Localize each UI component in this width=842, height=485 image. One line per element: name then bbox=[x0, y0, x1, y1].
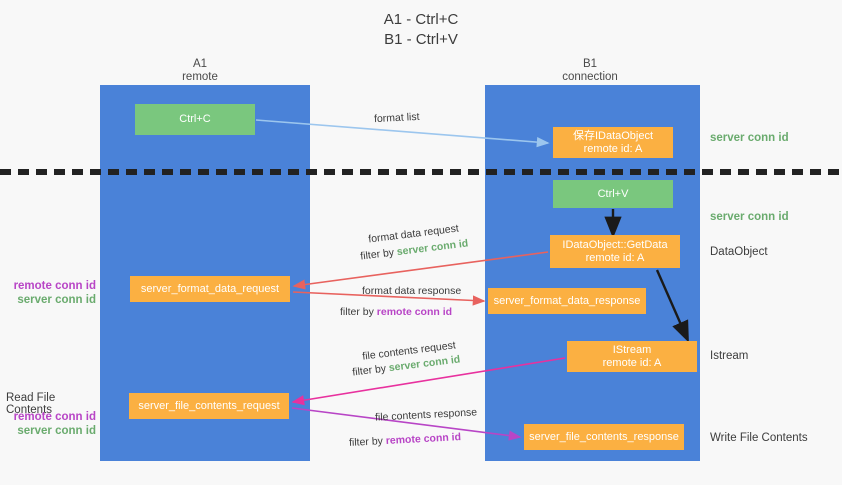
note-server-conn-id-file: server conn id bbox=[17, 425, 96, 437]
note-conn-ids-format: remote conn id server conn id bbox=[8, 279, 96, 307]
note-server-conn-id-format: server conn id bbox=[17, 294, 96, 306]
box-ctrl-v[interactable]: Ctrl+V bbox=[553, 180, 673, 208]
box-ctrl-c[interactable]: Ctrl+C bbox=[135, 104, 255, 135]
filter-prefix: filter by bbox=[348, 435, 387, 449]
note-server-conn-id-top: server conn id bbox=[710, 132, 789, 144]
label-format-list: format list bbox=[373, 110, 420, 126]
note-conn-ids-file: remote conn id server conn id bbox=[8, 410, 96, 438]
column-header-b1: B1 connection bbox=[562, 58, 618, 83]
filter-prefix: filter by bbox=[340, 306, 377, 318]
box-save-idataobject[interactable]: 保存IDataObject remote id: A bbox=[553, 127, 673, 158]
filter-value-remote-conn-id: remote conn id bbox=[385, 431, 462, 447]
label-format-data-response-filter: filter by remote conn id bbox=[340, 306, 452, 318]
note-remote-conn-id-file: remote conn id bbox=[13, 411, 96, 423]
box-server-file-contents-request[interactable]: server_file_contents_request bbox=[129, 393, 289, 419]
box-idataobject-getdata[interactable]: IDataObject::GetData remote id: A bbox=[550, 235, 680, 268]
label-file-contents-response: file contents response bbox=[374, 406, 478, 424]
note-istream: Istream bbox=[710, 350, 749, 362]
phase-separator-dashed-line bbox=[0, 169, 842, 175]
box-istream[interactable]: IStream remote id: A bbox=[567, 341, 697, 372]
filter-prefix: filter by bbox=[359, 246, 398, 263]
filter-value-remote-conn-id: remote conn id bbox=[376, 306, 453, 318]
box-server-format-data-request[interactable]: server_format_data_request bbox=[130, 276, 290, 302]
box-server-file-contents-response[interactable]: server_file_contents_response bbox=[524, 424, 684, 450]
note-write-file-contents: Write File Contents bbox=[710, 432, 808, 444]
page-title: A1 - Ctrl+C B1 - Ctrl+V bbox=[383, 11, 459, 48]
column-header-a1: A1 remote bbox=[182, 58, 218, 83]
note-dataobject: DataObject bbox=[710, 246, 768, 258]
note-server-conn-id-mid: server conn id bbox=[710, 211, 789, 223]
note-read-file-contents: Read File Contents bbox=[6, 392, 56, 416]
filter-prefix: filter by bbox=[351, 362, 390, 379]
label-format-data-response: format data response bbox=[362, 285, 462, 297]
label-file-contents-response-filter: filter by remote conn id bbox=[349, 431, 462, 449]
box-server-format-data-response[interactable]: server_format_data_response bbox=[488, 288, 646, 314]
note-remote-conn-id-format: remote conn id bbox=[13, 280, 96, 292]
